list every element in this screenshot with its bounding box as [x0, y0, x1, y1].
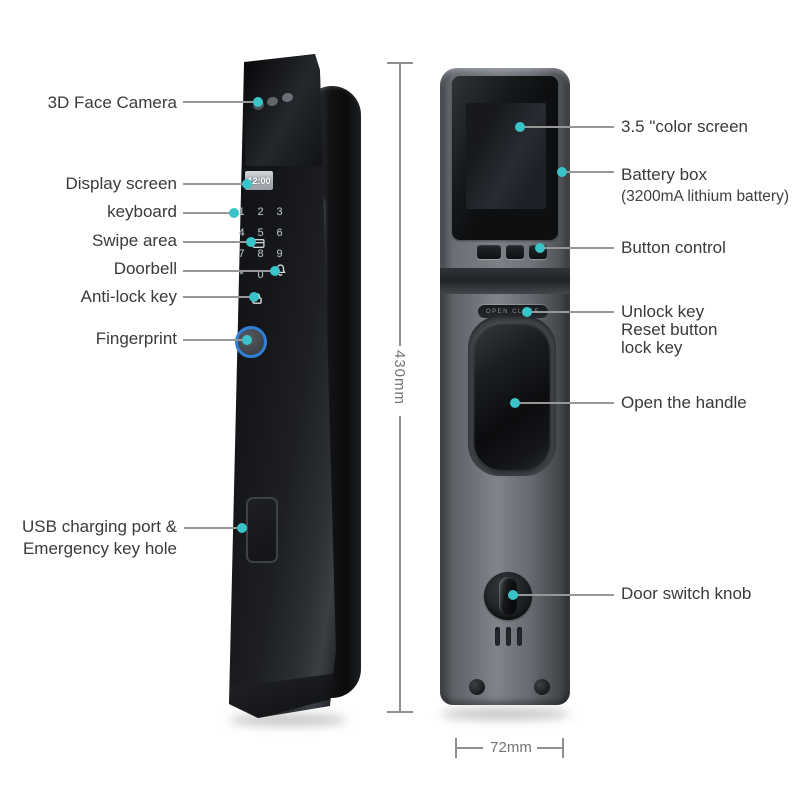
- callout-line: [517, 594, 614, 596]
- unlock-label-line1: Unlock key: [621, 302, 705, 321]
- usb-label-line2: Emergency key hole: [22, 539, 177, 558]
- control-button: [506, 245, 524, 259]
- callout-dot: [253, 97, 263, 107]
- label-keyboard: keyboard: [107, 202, 177, 221]
- battery-label-line2: (3200mA lithium battery): [621, 188, 789, 205]
- label-open-handle: Open the handle: [621, 393, 747, 412]
- callout-line: [183, 339, 244, 341]
- width-dim-line-right: [537, 747, 563, 749]
- height-dim-label: 430mm: [391, 350, 408, 406]
- display-time: 12:00: [247, 175, 271, 186]
- keypad-key: 2: [257, 205, 264, 218]
- label-color-screen: 3.5 "color screen: [621, 117, 748, 136]
- label-anti-lock-key: Anti-lock key: [80, 287, 177, 306]
- open-close-text: OPEN CLOSE: [485, 308, 540, 315]
- width-dim-right-cap: [562, 738, 564, 758]
- color-screen: [466, 103, 546, 209]
- callout-dot: [242, 179, 252, 189]
- callout-dot: [515, 122, 525, 132]
- screw-hole: [469, 679, 485, 695]
- height-dim-bottom-cap: [387, 711, 413, 713]
- keypad-key: *: [239, 268, 244, 281]
- label-battery-box: Battery box (3200mA lithium battery): [621, 164, 789, 207]
- callout-line: [544, 247, 614, 249]
- callout-line: [183, 270, 272, 272]
- vent-slot: [506, 627, 511, 646]
- callout-dot: [557, 167, 567, 177]
- callout-line: [183, 296, 251, 298]
- vent-slot: [495, 627, 500, 646]
- keypad-key: 6: [276, 226, 283, 239]
- label-unlock-reset-lock: Unlock key Reset button lock key: [621, 303, 717, 357]
- width-dim-line-left: [457, 747, 483, 749]
- keypad-key: 4: [238, 226, 245, 239]
- unlock-label-line3: lock key: [621, 338, 683, 357]
- keypad-key: 3: [276, 205, 283, 218]
- width-dim-label: 72mm: [490, 739, 532, 756]
- callout-line: [183, 212, 231, 214]
- height-dim-line-lower: [399, 416, 401, 712]
- unlock-label-line2: Reset button: [621, 320, 718, 339]
- label-button-control: Button control: [621, 238, 726, 257]
- label-doorbell: Doorbell: [113, 259, 177, 278]
- keypad-key: 5: [257, 226, 264, 239]
- callout-line: [531, 311, 614, 313]
- keypad-key: 7: [238, 247, 245, 260]
- callout-line: [183, 241, 248, 243]
- callout-line: [519, 402, 614, 404]
- screw-hole: [534, 679, 550, 695]
- height-dim-line-upper: [399, 63, 401, 346]
- width-dim-left-cap: [455, 738, 457, 758]
- callout-dot: [522, 307, 532, 317]
- label-fingerprint: Fingerprint: [95, 329, 177, 348]
- pull-handle: [474, 322, 550, 470]
- front-lock-view: 12:00 1 2 3 4 5 6 7 8 9 * 0: [215, 46, 375, 736]
- callout-line: [183, 101, 254, 103]
- usb-port-cover: [246, 497, 278, 563]
- label-door-switch-knob: Door switch knob: [621, 584, 752, 603]
- shadow: [229, 714, 347, 726]
- callout-dot: [510, 398, 520, 408]
- keypad-key: 0: [257, 268, 264, 281]
- callout-dot: [270, 266, 280, 276]
- doorbell-icon: [274, 263, 287, 278]
- lock-display-screen: 12:00: [245, 171, 273, 190]
- touch-keypad: 1 2 3 4 5 6 7 8 9 * 0: [232, 201, 290, 285]
- callout-dot: [229, 208, 239, 218]
- callout-line: [524, 126, 614, 128]
- control-button: [477, 245, 501, 259]
- usb-label-line1: USB charging port &: [22, 517, 177, 536]
- callout-dot: [508, 590, 518, 600]
- callout-dot: [535, 243, 545, 253]
- callout-line: [566, 171, 614, 173]
- callout-dot: [249, 292, 259, 302]
- callout-dot: [237, 523, 247, 533]
- callout-line: [184, 527, 239, 529]
- callout-dot: [246, 237, 256, 247]
- shadow: [440, 708, 570, 720]
- label-swipe-area: Swipe area: [91, 231, 177, 250]
- keypad-key: 1: [238, 205, 245, 218]
- label-display-screen: Display screen: [65, 174, 178, 193]
- keypad-key: 9: [276, 247, 283, 260]
- label-face-camera: 3D Face Camera: [47, 93, 177, 112]
- callout-line: [183, 183, 243, 185]
- label-usb-port: USB charging port & Emergency key hole: [22, 516, 177, 560]
- rear-lock-view: OPEN CLOSE: [430, 58, 580, 728]
- battery-label-line1: Battery box: [621, 165, 707, 184]
- keypad-key: 8: [257, 247, 264, 260]
- vent-slot: [517, 627, 522, 646]
- callout-dot: [242, 335, 252, 345]
- module-separator: [440, 268, 570, 294]
